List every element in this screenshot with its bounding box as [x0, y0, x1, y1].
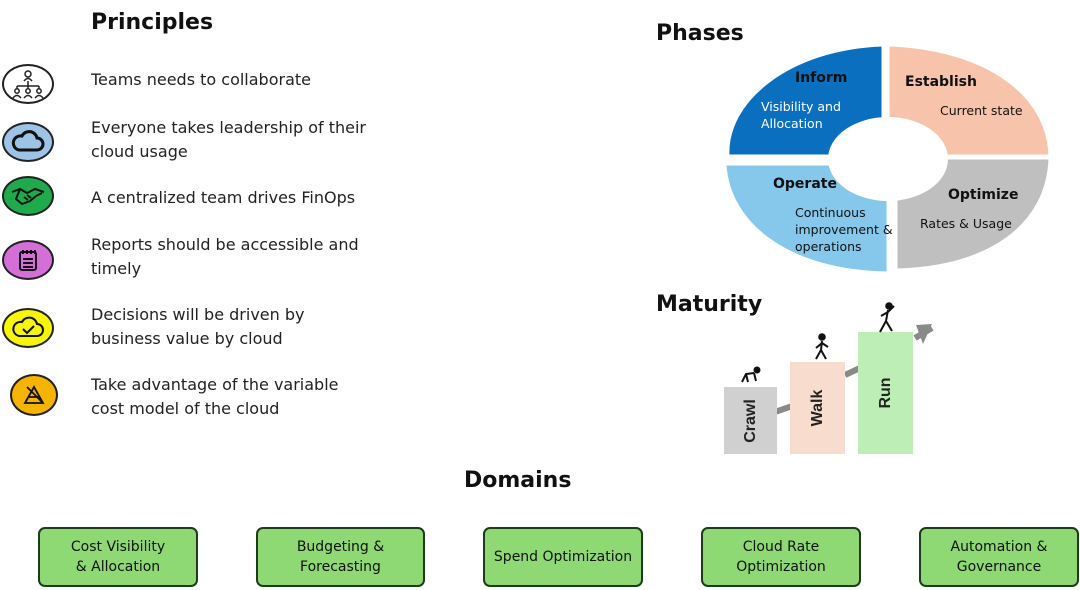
phase-optimize-segment	[894, 156, 1052, 272]
crawling-person-icon	[741, 366, 761, 383]
maturity-title: Maturity	[656, 292, 763, 317]
maturity-step-crawl: Crawl	[724, 387, 777, 454]
phase-inform-desc: Visibility and Allocation	[761, 99, 841, 131]
phase-optimize-title: Optimize	[948, 187, 1019, 203]
domains-title: Domains	[464, 468, 572, 493]
domain-automation-governance: Automation &Governance	[919, 527, 1079, 587]
cloud-check-icon	[2, 308, 54, 348]
principle-text: Decisions will be driven by business val…	[91, 305, 305, 348]
phases-center-hole	[828, 117, 948, 201]
phases-title: Phases	[656, 21, 744, 46]
phase-operate-title: Operate	[773, 176, 837, 192]
principle-text: Teams needs to collaborate	[91, 70, 311, 89]
handshake-icon	[2, 176, 54, 216]
domain-budgeting: Budgeting &Forecasting	[256, 527, 425, 587]
phase-optimize-desc: Rates & Usage	[920, 216, 1012, 231]
principle-text: Everyone takes leadership of their cloud…	[91, 118, 366, 161]
walking-person-icon	[815, 333, 829, 360]
principle-text: A centralized team drives FinOps	[91, 188, 356, 207]
phase-operate-desc: Continuous improvement & operations	[795, 205, 893, 254]
report-icon	[2, 240, 54, 280]
phase-inform-segment	[726, 43, 885, 158]
domain-spend-optimization: Spend Optimization	[483, 527, 643, 587]
phase-establish-desc: Current state	[940, 103, 1023, 118]
maturity-arrow	[774, 324, 934, 415]
team-hierarchy-icon	[2, 64, 54, 104]
phase-establish-title: Establish	[905, 74, 977, 90]
variable-cost-icon	[10, 374, 58, 416]
maturity-step-run: Run	[858, 332, 913, 454]
phase-operate-segment	[723, 162, 890, 275]
running-person-icon	[879, 302, 895, 333]
principle-text: Reports should be accessible and timely	[91, 235, 359, 278]
cloud-icon	[2, 122, 54, 162]
principles-title: Principles	[91, 10, 214, 35]
domain-cost-visibility: Cost Visibility& Allocation	[38, 527, 198, 587]
phase-inform-title: Inform	[795, 70, 848, 86]
principle-text: Take advantage of the variable cost mode…	[91, 375, 339, 418]
phases-ring	[723, 43, 1052, 275]
maturity-step-walk: Walk	[790, 362, 845, 454]
